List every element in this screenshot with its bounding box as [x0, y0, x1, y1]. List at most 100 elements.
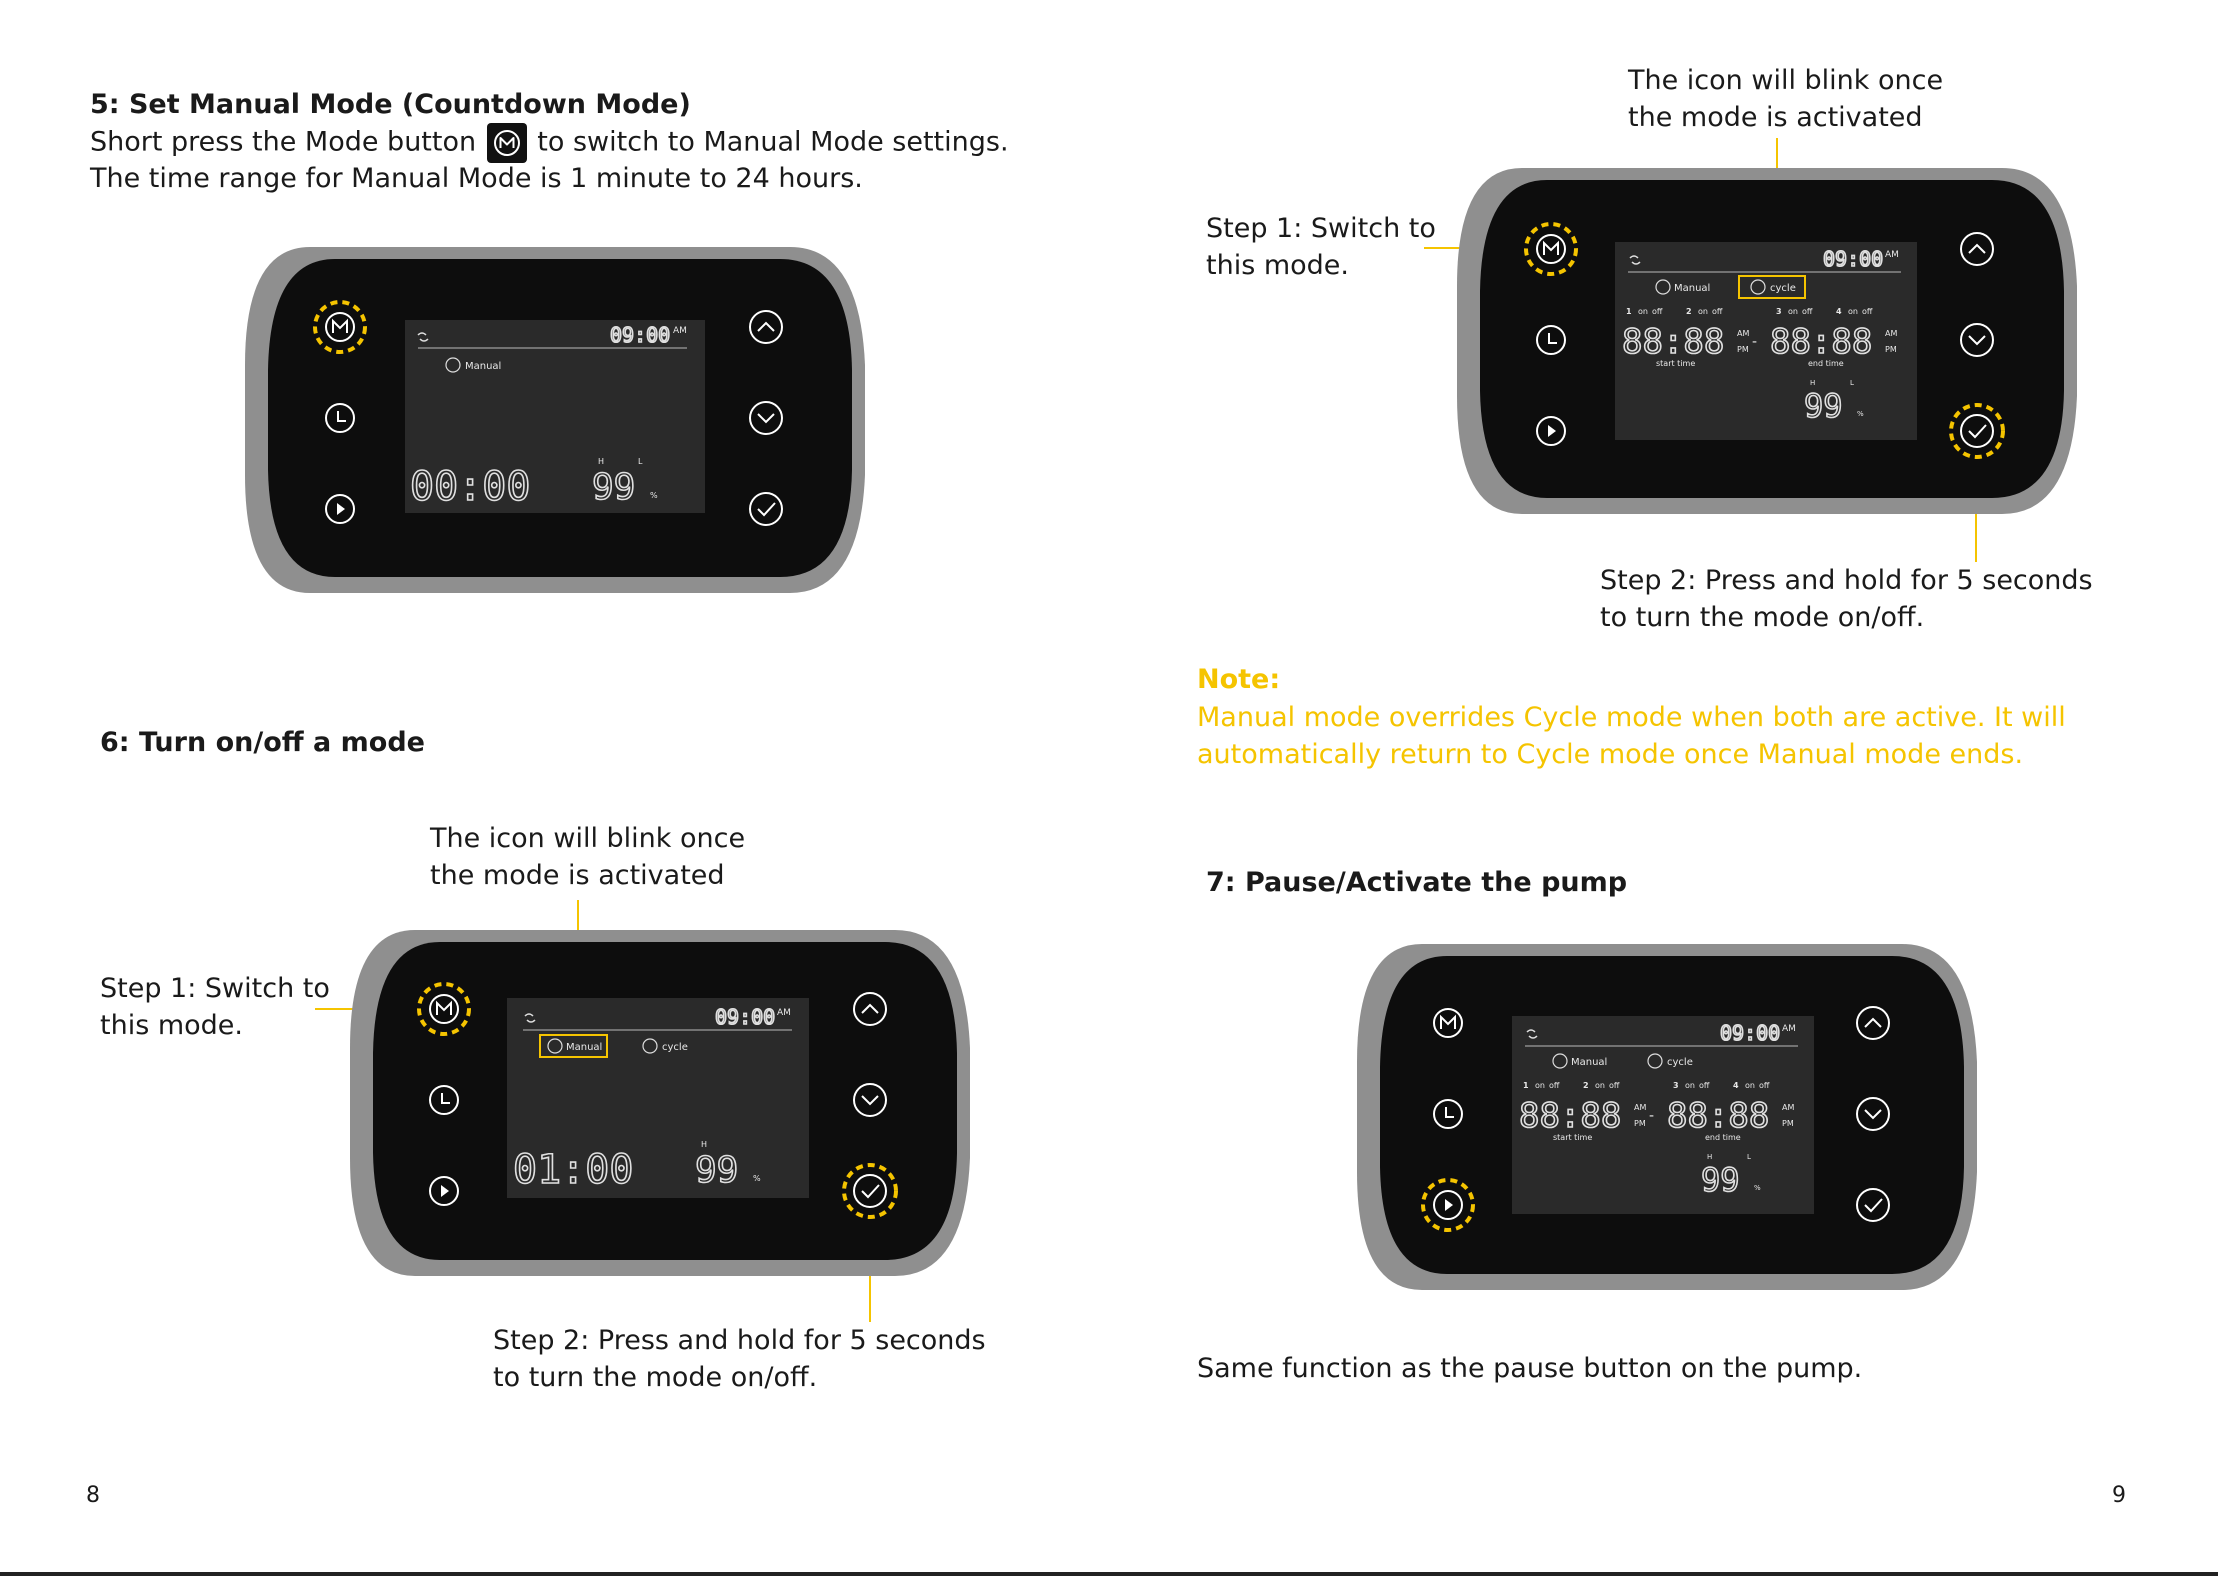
lcd-pct: 99 [592, 467, 635, 508]
lcd-pct: 99 [1804, 387, 1843, 425]
slot-labels: 1 on off 2 on off 3 on off 4 on off [1626, 307, 1873, 316]
cycle-icon [1750, 279, 1766, 295]
mode-icon[interactable] [325, 312, 355, 342]
link-icon [1526, 1029, 1538, 1039]
play-icon[interactable] [1536, 416, 1566, 446]
svg-text:AM: AM [1885, 329, 1897, 338]
svg-text:%: % [1857, 410, 1864, 418]
lcd-manual: Manual [465, 361, 501, 372]
play-icon[interactable] [325, 494, 355, 524]
slot-labels: 1 on off 2 on off 3 on off 4 on off [1523, 1081, 1770, 1090]
lcd-time: 09:00 [715, 1005, 775, 1029]
svg-text:off: off [1549, 1081, 1560, 1090]
down-icon[interactable] [1960, 323, 1994, 357]
up-icon[interactable] [1960, 232, 1994, 266]
lcd-ampm: AM [673, 326, 687, 336]
up-icon[interactable] [853, 992, 887, 1026]
svg-text:off: off [1759, 1081, 1770, 1090]
svg-text:H: H [1707, 1153, 1712, 1161]
lcd-manual: Manual [566, 1042, 602, 1053]
svg-text:on: on [1595, 1081, 1605, 1090]
svg-text:L: L [1850, 379, 1854, 387]
page-number-right: 9 [2112, 1483, 2126, 1508]
svg-text:AM: AM [1782, 1103, 1794, 1112]
svg-text:-: - [1649, 1108, 1654, 1124]
lcd-cycle: cycle [662, 1042, 688, 1053]
svg-text:off: off [1652, 307, 1663, 316]
mode-button-icon [486, 123, 527, 163]
svg-text:on: on [1638, 307, 1648, 316]
lcd-cycle: cycle [1667, 1057, 1693, 1068]
note-line-1: Manual mode overrides Cycle mode when bo… [1197, 702, 2066, 733]
down-icon[interactable] [1856, 1097, 1890, 1131]
section7-heading: 7: Pause/Activate the pump [1206, 867, 1628, 898]
mode-icon[interactable] [1433, 1008, 1463, 1038]
clock-icon[interactable] [1433, 1099, 1463, 1129]
check-icon[interactable] [1960, 414, 1994, 448]
check-icon[interactable] [1856, 1188, 1890, 1222]
lcd-pct: 99 [1701, 1161, 1740, 1199]
start-time-label: start time [1656, 359, 1695, 368]
r-step2-text-1: Step 2: Press and hold for 5 seconds [1600, 565, 2093, 596]
svg-text:on: on [1848, 307, 1858, 316]
timer-icon [1552, 1053, 1568, 1069]
section7-caption: Same function as the pause button on the… [1197, 1353, 1863, 1384]
lcd-cycle: cycle [1770, 283, 1796, 294]
svg-text:1: 1 [1626, 307, 1632, 316]
cycle-highlight [1738, 275, 1806, 299]
svg-text:off: off [1609, 1081, 1620, 1090]
callout-lines-left [315, 900, 875, 1322]
svg-text:off: off [1712, 307, 1723, 316]
highlight-ring [1949, 403, 2005, 459]
clock-icon[interactable] [429, 1085, 459, 1115]
lcd-time: 09:00 [1720, 1021, 1780, 1045]
play-icon[interactable] [429, 1176, 459, 1206]
svg-text:%: % [1754, 1184, 1761, 1192]
page-number-left: 8 [86, 1483, 100, 1508]
check-icon[interactable] [749, 492, 783, 526]
lcd-pct-unit: % [650, 491, 658, 500]
lcd-h: H [701, 1140, 707, 1149]
end-time-label: end time [1705, 1133, 1741, 1142]
down-icon[interactable] [853, 1083, 887, 1117]
lcd-end: 88:88 [1770, 322, 1872, 362]
svg-text:L: L [1747, 1153, 1751, 1161]
svg-text:off: off [1862, 307, 1873, 316]
up-icon[interactable] [1856, 1006, 1890, 1040]
svg-text:PM: PM [1634, 1119, 1646, 1128]
svg-text:4: 4 [1733, 1081, 1739, 1090]
r-step1-text-2: this mode. [1206, 250, 1350, 281]
up-icon[interactable] [749, 310, 783, 344]
controller-turn-on-off: 09:00 AM Manual cycle 01:00 H 99 % [345, 928, 975, 1278]
step1-text-2: this mode. [100, 1010, 244, 1041]
lcd-h: H [598, 457, 604, 466]
svg-text:on: on [1535, 1081, 1545, 1090]
svg-text:off: off [1802, 307, 1813, 316]
check-icon[interactable] [853, 1174, 887, 1208]
start-time-label: start time [1553, 1133, 1592, 1142]
blink-text-1: The icon will blink once [430, 823, 746, 854]
lcd-ampm: AM [777, 1008, 791, 1018]
clock-icon[interactable] [325, 403, 355, 433]
blink-text-2: the mode is activated [430, 860, 725, 891]
link-icon [1629, 255, 1641, 265]
highlight-ring [842, 1163, 898, 1219]
timer-icon [445, 357, 461, 373]
svg-text:1: 1 [1523, 1081, 1529, 1090]
clock-icon[interactable] [1536, 325, 1566, 355]
section5-line1-a: Short press the Mode button [90, 126, 477, 158]
end-time-label: end time [1808, 359, 1844, 368]
svg-text:PM: PM [1885, 345, 1897, 354]
svg-text:4: 4 [1836, 307, 1842, 316]
play-icon[interactable] [1433, 1190, 1463, 1220]
svg-text:on: on [1698, 307, 1708, 316]
svg-text:on: on [1788, 307, 1798, 316]
highlight-ring [417, 982, 471, 1036]
down-icon[interactable] [749, 401, 783, 435]
cycle-icon [642, 1038, 658, 1054]
mode-icon[interactable] [1536, 234, 1566, 264]
mode-icon[interactable] [429, 994, 459, 1024]
lcd-pct: 99 [695, 1150, 738, 1191]
highlight-ring [1421, 1178, 1475, 1232]
section5-heading: 5: Set Manual Mode (Countdown Mode) [90, 89, 691, 120]
